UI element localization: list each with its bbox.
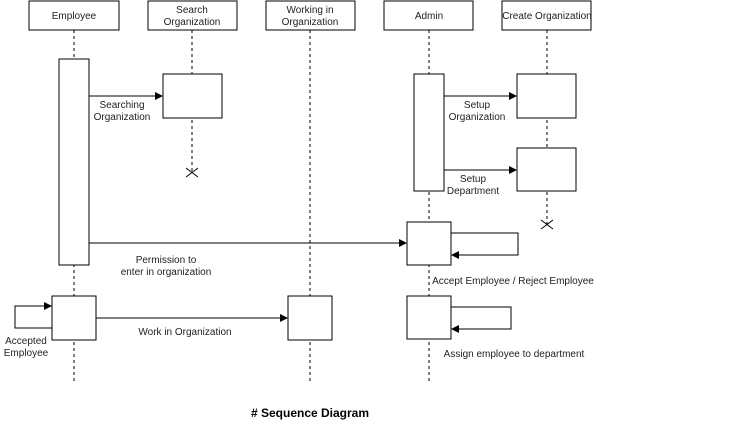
msg-accept-reject: Accept Employee / Reject Employee	[432, 276, 594, 287]
participant-admin: Admin	[383, 0, 474, 31]
activation-admin-setup	[413, 73, 445, 192]
msg-setup-org-line2: Organization	[449, 112, 506, 123]
msg-assign-employee: Assign employee to department	[444, 349, 585, 360]
msg-setup-org-line1: Setup	[464, 100, 491, 111]
participant-search-label-line2: Organization	[164, 17, 221, 28]
arrow-accepted-employee-self	[14, 302, 52, 329]
participant-create-organization: Create Organization	[501, 0, 592, 31]
msg-searching-line2: Organization	[94, 112, 151, 123]
activation-create-1	[516, 73, 577, 119]
msg-work-in-org: Work in Organization	[138, 327, 231, 338]
activation-admin-accept	[406, 221, 452, 266]
msg-accepted-line2: Employee	[4, 348, 49, 359]
participant-search-label-line1: Search	[176, 5, 208, 16]
participant-admin-label: Admin	[415, 11, 443, 22]
activation-working	[287, 295, 333, 341]
diagram-caption: # Sequence Diagram	[251, 406, 369, 420]
msg-permission-line1: Permission to	[136, 255, 197, 266]
activation-create-2	[516, 147, 577, 192]
participant-create-label: Create Organization	[502, 11, 592, 22]
arrow-accept-reject-self	[451, 232, 519, 259]
msg-permission-line2: enter in organization	[121, 267, 212, 278]
participant-employee-label: Employee	[52, 11, 97, 22]
msg-accepted-line1: Accepted	[5, 336, 47, 347]
arrow-assign-employee-self	[451, 306, 512, 333]
activation-employee-work	[51, 295, 97, 341]
msg-setup-dept-line1: Setup	[460, 174, 487, 185]
participant-working-in-organization: Working in Organization	[265, 0, 356, 31]
participant-working-label-line1: Working in	[286, 5, 333, 16]
destroy-mark-search	[185, 167, 199, 178]
participant-working-label-line2: Organization	[282, 17, 339, 28]
msg-searching-line1: Searching	[99, 100, 144, 111]
activation-search	[162, 73, 223, 119]
participant-search-organization: Search Organization	[147, 0, 238, 31]
participant-employee: Employee	[28, 0, 120, 31]
msg-setup-dept-line2: Department	[447, 186, 499, 197]
destroy-mark-create	[540, 219, 554, 230]
activation-employee-main	[58, 58, 90, 266]
activation-admin-assign	[406, 295, 452, 340]
